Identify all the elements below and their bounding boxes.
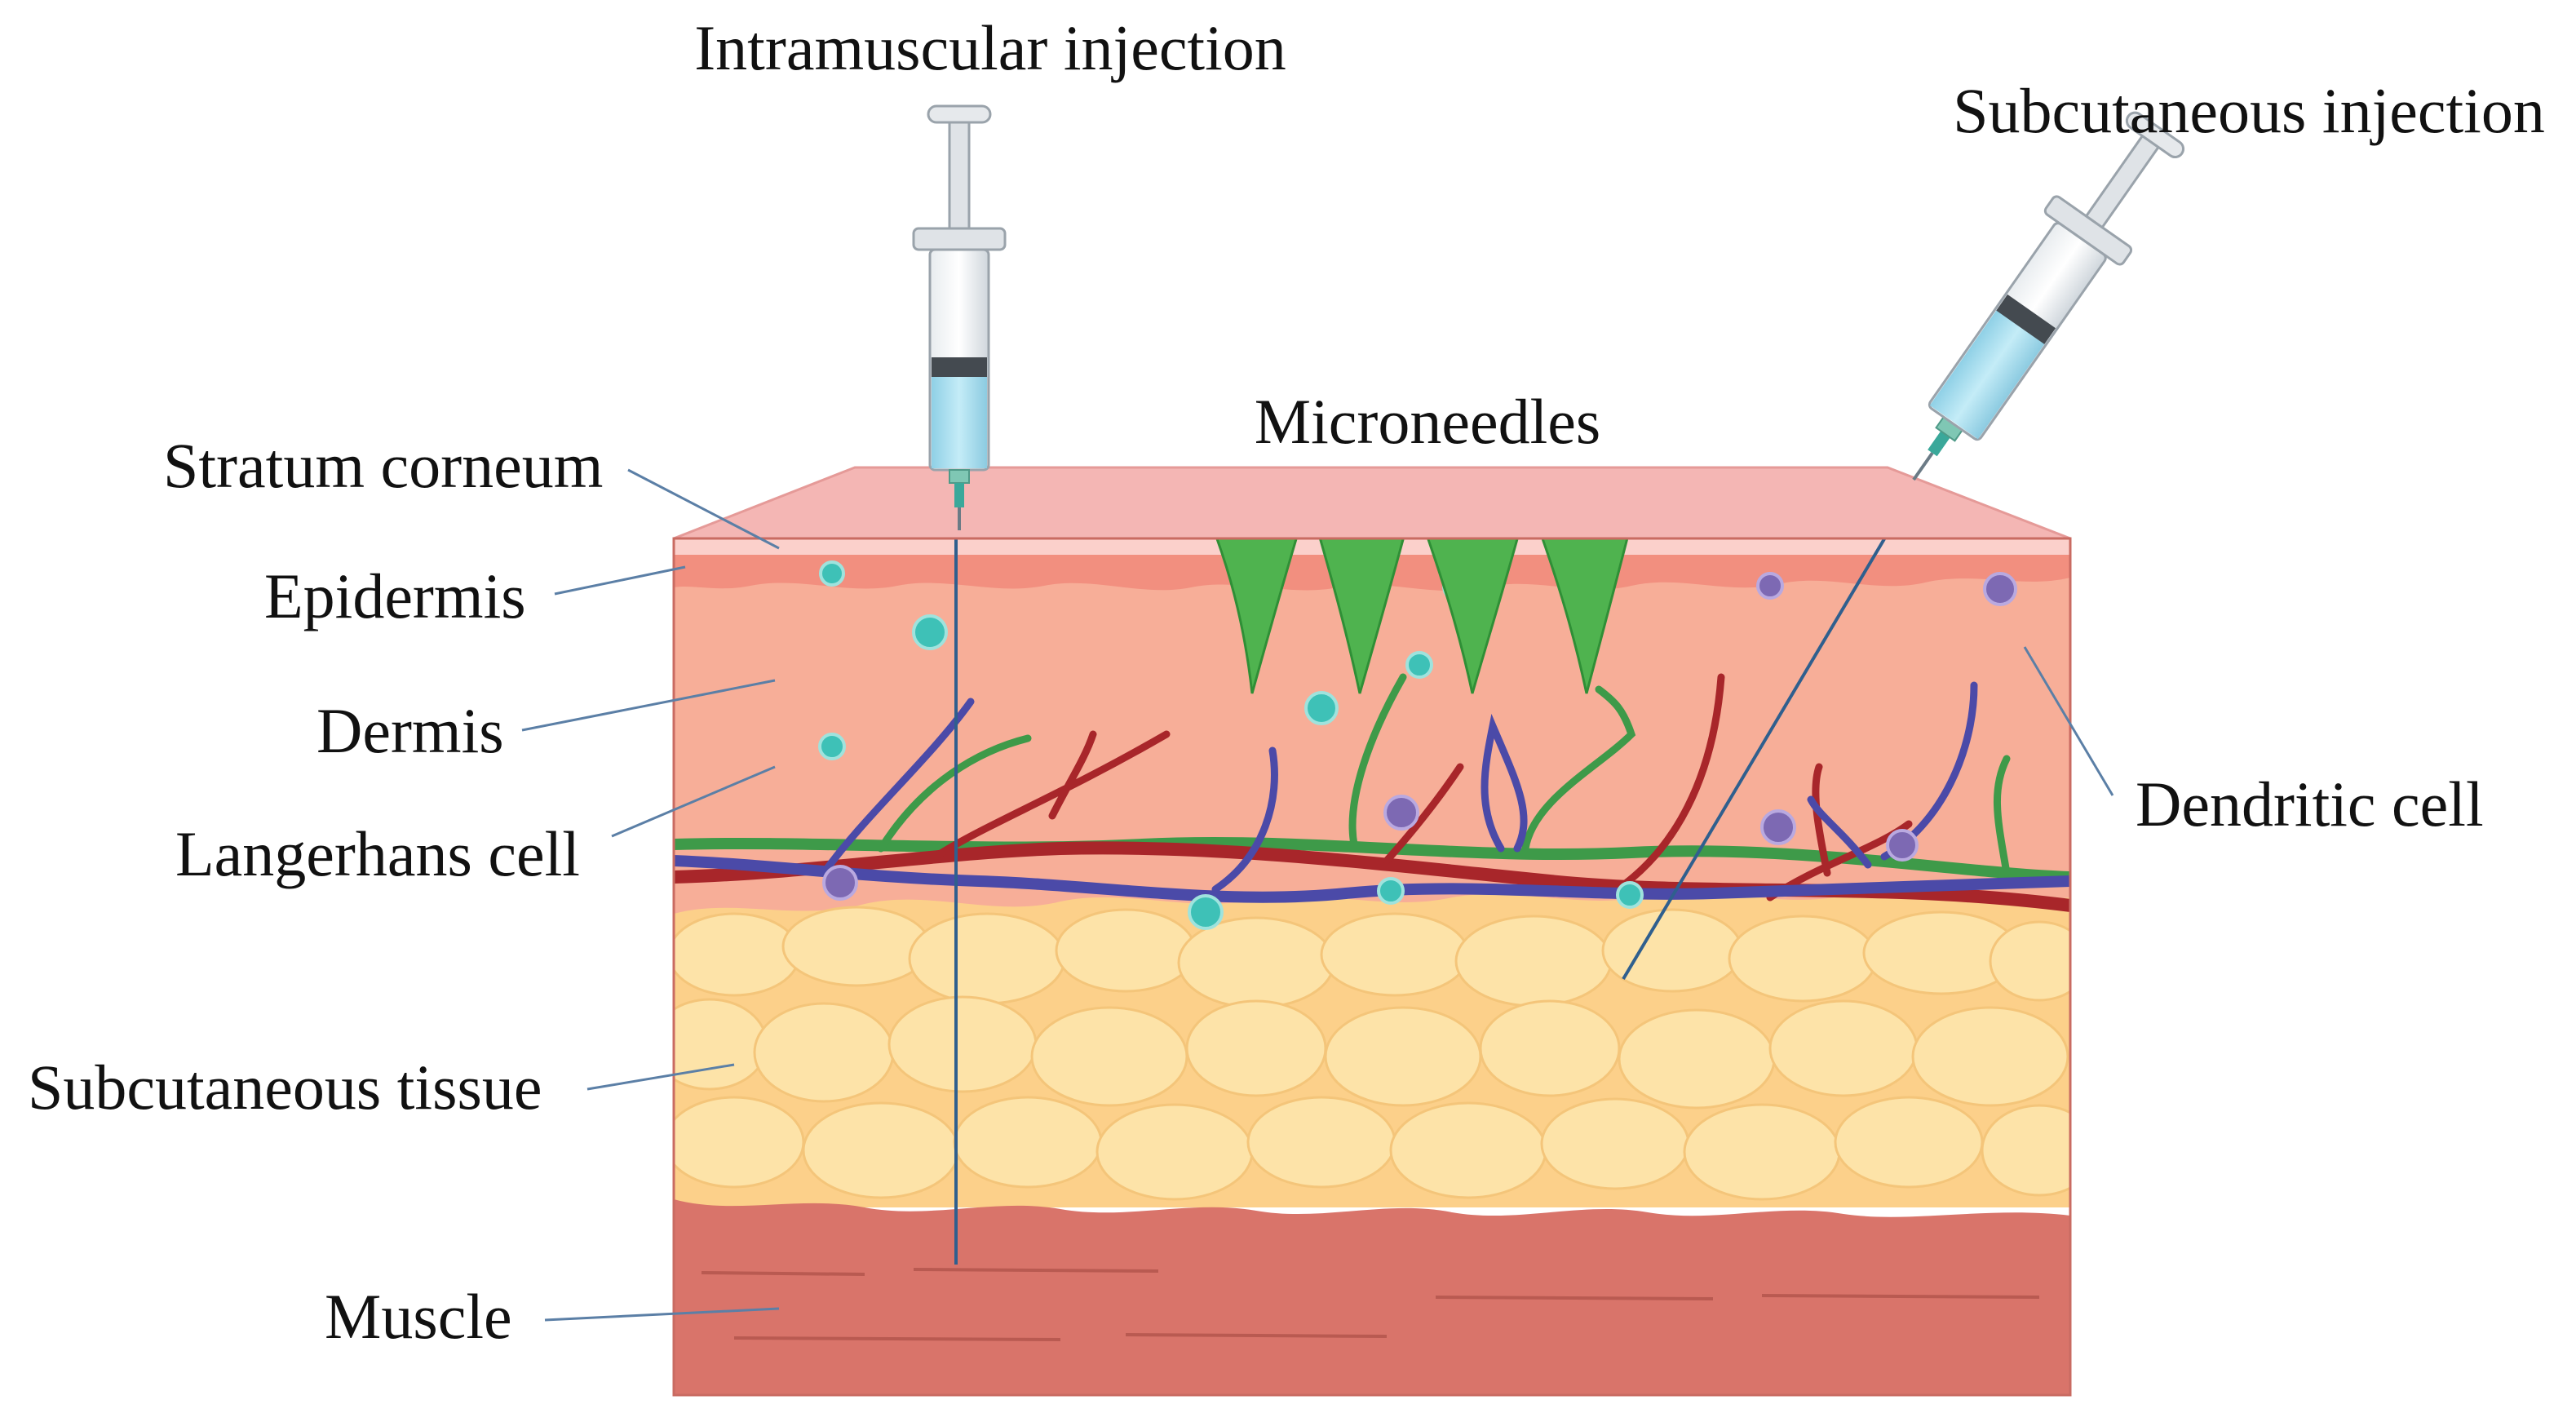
lymph-branches xyxy=(877,673,2011,877)
artery-branches xyxy=(934,673,1913,901)
label-langerhans-cell: Langerhans cell xyxy=(175,818,580,889)
dendritic-cell xyxy=(822,865,858,901)
muscle-layer xyxy=(674,1199,2070,1395)
blood-vessels xyxy=(674,673,2070,912)
label-muscle: Muscle xyxy=(325,1281,512,1352)
label-dermis: Dermis xyxy=(316,695,504,766)
dendritic-cell xyxy=(1760,809,1796,845)
langerhans-cell xyxy=(1377,877,1405,905)
langerhans-cell xyxy=(818,733,846,760)
dendritic-cell xyxy=(1886,829,1919,862)
langerhans-cell xyxy=(1616,881,1644,909)
langerhans-cell xyxy=(1304,691,1339,725)
dendritic-cell xyxy=(1756,572,1784,600)
microneedle-patch-icon xyxy=(1215,538,1629,694)
skin-block xyxy=(672,466,2072,1397)
langerhans-cell xyxy=(1405,651,1433,679)
langerhans-cell xyxy=(912,614,948,650)
fat-lobules xyxy=(674,906,2070,1201)
muscle-fibers xyxy=(701,1268,2040,1341)
leader-lines xyxy=(521,468,2114,1322)
subcutaneous-syringe-icon xyxy=(1912,111,2185,481)
intramuscular-syringe-icon xyxy=(912,104,1007,530)
langerhans-cell xyxy=(1188,894,1224,930)
vein-vessel xyxy=(674,855,2070,903)
dendritic-cells xyxy=(822,572,2017,901)
dendritic-cell xyxy=(1983,572,2017,606)
label-subcutaneous-injection: Subcutaneous injection xyxy=(1953,75,2545,146)
subcutaneous-needle-path xyxy=(1622,538,1887,981)
labels: Intramuscular injection Subcutaneous inj… xyxy=(28,12,2545,1352)
vein-branches xyxy=(820,681,1978,893)
label-dendritic-cell: Dendritic cell xyxy=(2136,769,2484,839)
label-microneedles: Microneedles xyxy=(1255,386,1601,457)
label-intramuscular-injection: Intramuscular injection xyxy=(694,12,1286,83)
label-stratum-corneum: Stratum corneum xyxy=(163,430,603,501)
langerhans-cell xyxy=(819,560,845,587)
dendritic-cell xyxy=(1383,795,1419,831)
stratum-corneum-surface xyxy=(673,466,2071,540)
label-epidermis: Epidermis xyxy=(264,560,526,631)
label-subcutaneous-tissue: Subcutaneous tissue xyxy=(28,1052,542,1123)
